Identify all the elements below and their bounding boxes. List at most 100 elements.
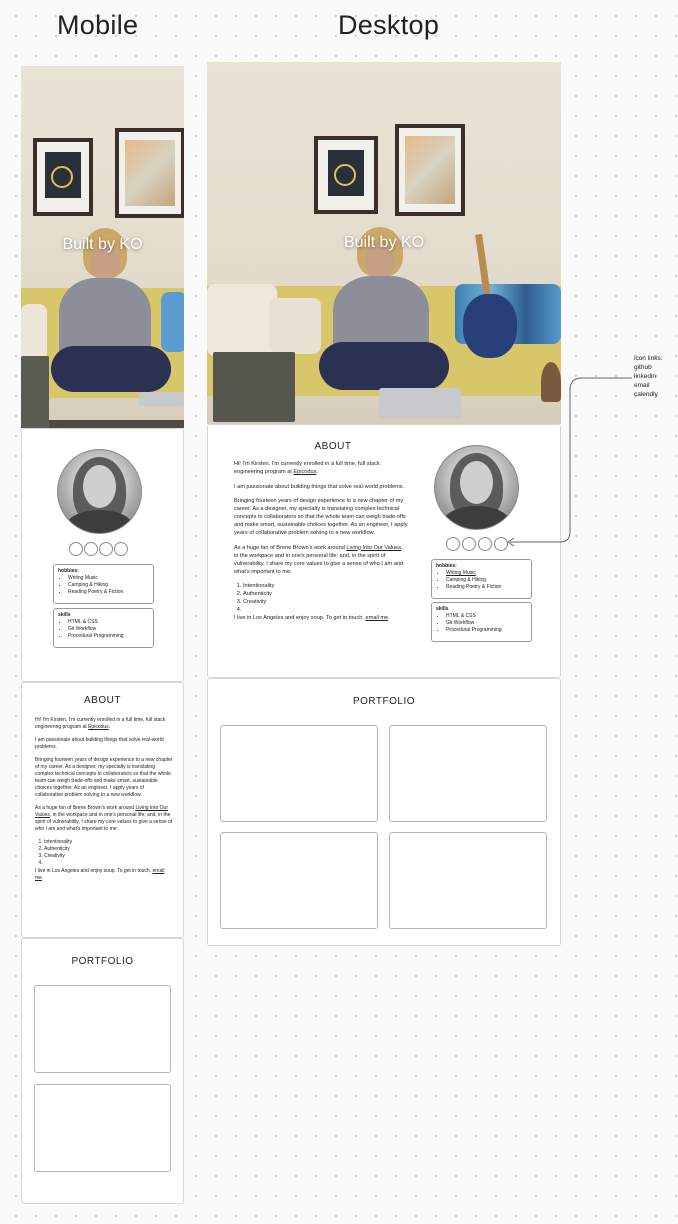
value-item: Authenticity (243, 590, 408, 598)
note-line: calendly (634, 391, 658, 398)
value-item (243, 606, 408, 614)
value-item: Intentionality (243, 582, 408, 590)
person-legs (51, 346, 171, 392)
about-intro: Hi! I'm Kirsten. I'm currently enrolled … (234, 461, 380, 475)
linkedin-icon[interactable] (462, 537, 476, 551)
skill-item: Git Workflow (68, 626, 149, 633)
about-experience: Bringing fourteen years of design experi… (35, 757, 173, 798)
linkedin-icon[interactable] (84, 542, 98, 556)
desktop-portfolio-section: PORTFOLIO (207, 678, 561, 946)
about-values-intro: As a huge fan of Brene Brown's work arou… (35, 805, 136, 811)
skill-item: HTML & CSS (446, 613, 527, 620)
living-into-our-values-link[interactable]: Living Into Our Values (346, 544, 402, 551)
about-body: Hi! I'm Kirsten. I'm currently enrolled … (35, 717, 173, 882)
about-closing: I live in Los Angeles and enjoy soup. To… (234, 615, 366, 621)
skill-item: Procedural Programming (68, 633, 149, 640)
skill-item: HTML & CSS (68, 619, 149, 626)
laptop (379, 388, 461, 418)
email-icon[interactable] (478, 537, 492, 551)
painting-left (314, 136, 378, 214)
skill-item: Procedural Programming (446, 627, 527, 634)
note-line: icon links: (634, 355, 663, 362)
note-line: linkedin (634, 373, 657, 380)
about-experience: Bringing fourteen years of design experi… (234, 498, 408, 536)
person-head (365, 242, 395, 280)
email-icon[interactable] (99, 542, 113, 556)
email-me-link[interactable]: email me (365, 615, 389, 621)
painting-right (395, 124, 465, 216)
about-passion: I am passionate about building things th… (234, 483, 405, 490)
mobile-portfolio-section: PORTFOLIO (21, 938, 184, 1204)
epicodus-link[interactable]: Epicodus (88, 724, 109, 730)
mobile-about-section: ABOUT Hi! I'm Kirsten. I'm currently enr… (21, 682, 184, 938)
calendly-icon[interactable] (494, 537, 508, 551)
hobbies-card: hobbies: Writing Music Camping & Hiking … (53, 564, 154, 604)
hero-title: Built by KO (62, 236, 143, 253)
hobbies-heading: hobbies: (436, 563, 457, 569)
mobile-column-title: Mobile (57, 10, 139, 40)
skill-item: Git Workflow (446, 620, 527, 627)
note-line: email (634, 382, 650, 389)
about-intro-end: . (316, 469, 318, 475)
epicodus-link[interactable]: Epicodus (293, 469, 317, 475)
icon-links-note: icon links: github linkedin email calend… (634, 354, 663, 399)
about-values-text: , in the workpace and in one's personal … (35, 812, 173, 832)
profile-avatar (57, 449, 142, 534)
living-into-our-values-link[interactable]: Living Into Our Values (35, 805, 168, 818)
hero-title: Built by KO (343, 234, 425, 251)
portfolio-card[interactable] (220, 725, 378, 822)
portfolio-card[interactable] (34, 1084, 171, 1172)
portfolio-heading: PORTFOLIO (71, 956, 134, 967)
portfolio-card[interactable] (389, 832, 547, 929)
hobby-item: Camping & Hiking (446, 577, 527, 584)
value-item: Creativity (243, 598, 408, 606)
about-closing-end: . (41, 875, 44, 881)
pillow (21, 304, 47, 364)
skills-heading: skills (58, 612, 71, 618)
github-icon[interactable] (69, 542, 83, 556)
desktop-column-title: Desktop (338, 10, 440, 40)
calendly-icon[interactable] (114, 542, 128, 556)
hobbies-card: hobbies: Writing Music Camping & Hiking … (431, 559, 532, 599)
annotation-connector (507, 377, 632, 547)
book-stack (21, 356, 49, 428)
person-legs (319, 342, 449, 390)
pillow (161, 292, 184, 352)
guitar-body (463, 294, 517, 358)
note-line: github (634, 364, 652, 371)
hobby-item-link[interactable]: Writing Music (446, 570, 476, 576)
about-heading: ABOUT (84, 695, 121, 706)
portfolio-card[interactable] (220, 832, 378, 929)
desktop-hero: Built by KO (207, 62, 561, 424)
arrow-left-icon (507, 537, 515, 547)
about-values-text: , in the workpace and in one's personal … (234, 544, 404, 575)
desktop-about-section: ABOUT Hi! I'm Kirsten. I'm currently enr… (207, 424, 561, 678)
hobbies-heading: hobbies: (58, 568, 79, 574)
value-item: Intentionality (44, 839, 173, 846)
shelf (21, 420, 184, 428)
mobile-hero: Built by KO (21, 66, 184, 428)
hobby-item: Reading Poetry & Fiction (446, 584, 527, 591)
value-item: Authenticity (44, 846, 173, 853)
about-closing-end: . (388, 615, 390, 621)
skills-card: skills HTML & CSS Git Workflow Procedura… (431, 602, 532, 642)
about-body: Hi! I'm Kirsten. I'm currently enrolled … (234, 460, 408, 622)
about-intro-end: . (108, 724, 111, 730)
pillow (269, 298, 321, 354)
github-icon[interactable] (446, 537, 460, 551)
skills-heading: skills (436, 606, 449, 612)
portfolio-card[interactable] (34, 985, 171, 1073)
person-head (90, 244, 120, 282)
painting-right (115, 128, 184, 218)
mobile-profile-section: hobbies: Writing Music Camping & Hiking … (21, 428, 184, 682)
portfolio-card[interactable] (389, 725, 547, 822)
portfolio-heading: PORTFOLIO (352, 696, 416, 707)
hobby-item: Reading Poetry & Fiction (68, 589, 149, 596)
about-intro: Hi! I'm Kirsten. I'm currently enrolled … (35, 717, 166, 730)
laptop (139, 392, 184, 406)
pillow (207, 284, 277, 356)
value-item (44, 860, 173, 867)
hobby-item: Camping & Hiking (68, 582, 149, 589)
hobby-item[interactable]: Writing Music (446, 570, 527, 577)
email-me-link[interactable]: email me (35, 868, 165, 881)
